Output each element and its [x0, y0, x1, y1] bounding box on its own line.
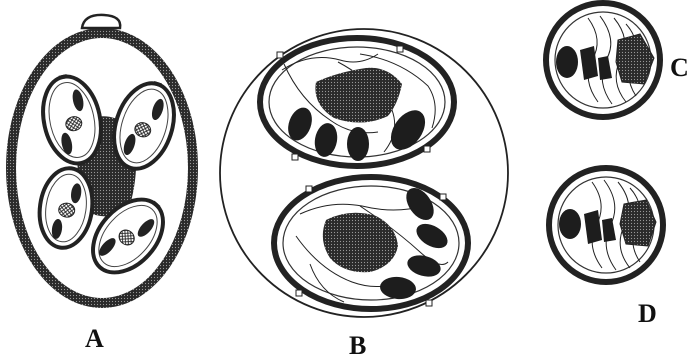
sporocyst-d [549, 168, 663, 282]
label-a: A [85, 324, 104, 353]
label-c: C [670, 53, 689, 82]
label-b: B [349, 331, 366, 358]
label-d: D [638, 299, 657, 328]
oocyst-a [6, 15, 198, 308]
sporocyst-b-lower [274, 177, 468, 309]
micropyle-cap [82, 15, 120, 28]
oocyst-b [220, 29, 508, 317]
sporocyst-c [546, 3, 660, 117]
sporocyst-b-upper [260, 38, 454, 166]
